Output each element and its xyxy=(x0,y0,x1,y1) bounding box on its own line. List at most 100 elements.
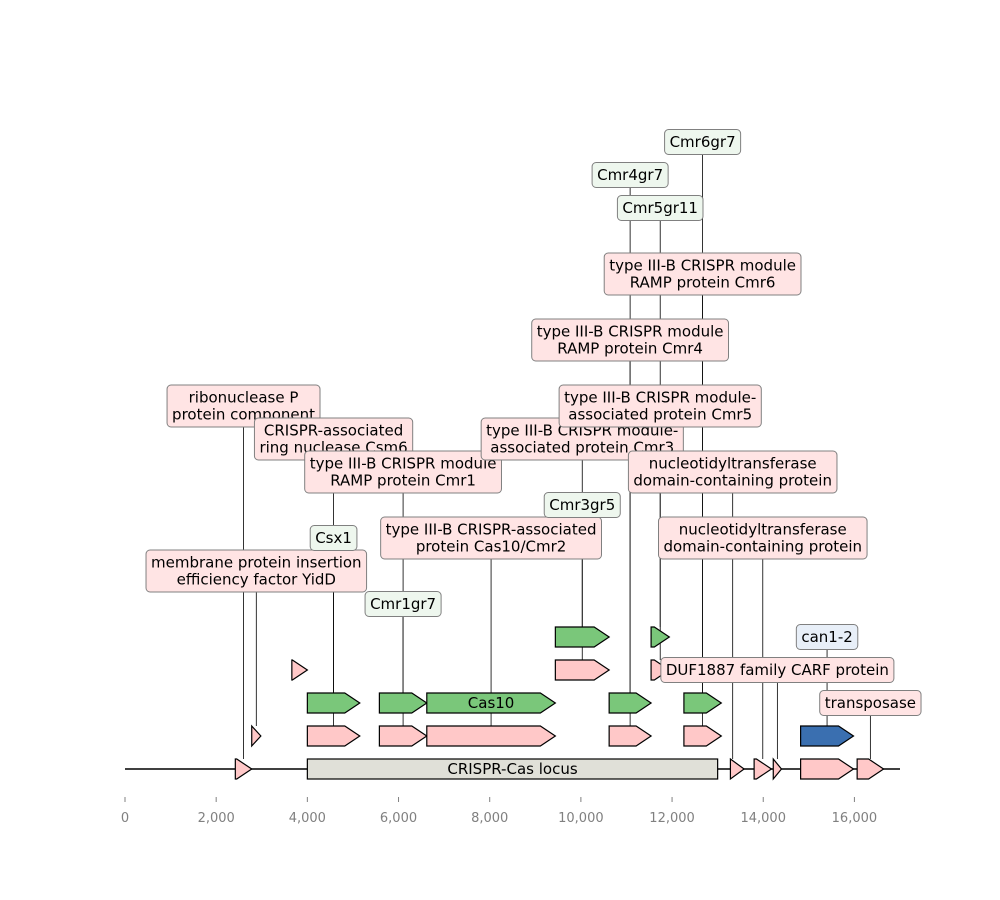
gene-feature xyxy=(608,692,653,714)
annotation-label-text: domain-containing protein xyxy=(633,472,832,490)
annotation-label-text: type III-B CRISPR module xyxy=(310,455,497,473)
annotation-label: type III-B CRISPR module-associated prot… xyxy=(558,384,762,428)
gene-feature xyxy=(856,758,885,780)
annotation-label: nucleotidyltransferasedomain-containing … xyxy=(627,450,838,494)
annotation-label-box xyxy=(657,516,868,560)
annotation-label-text: Cmr6gr7 xyxy=(670,133,736,151)
annotation-label-text: nucleotidyltransferase xyxy=(649,455,817,473)
annotation-label-text: Cmr1gr7 xyxy=(370,595,436,613)
gene-feature xyxy=(650,626,671,648)
annotation-label: can1-2 xyxy=(795,624,859,650)
axis-tick-label: 6,000 xyxy=(380,811,417,826)
gene-feature xyxy=(426,725,557,747)
annotation-label-text: associated protein Cmr3 xyxy=(490,439,674,457)
annotation-label-text: RAMP protein Cmr6 xyxy=(630,274,776,292)
axis-tick-label: 12,000 xyxy=(649,811,695,826)
annotation-label-text: can1-2 xyxy=(801,628,852,646)
axis-tick-label: 10,000 xyxy=(558,811,604,826)
annotation-label-text: Cmr3gr5 xyxy=(549,496,615,514)
annotation-label: Cmr3gr5 xyxy=(543,492,621,518)
annotation-label-text: efficiency factor YidD xyxy=(177,571,336,589)
annotation-label: DUF1887 family CARF protein xyxy=(660,657,895,683)
annotation-label-text: CRISPR-associated xyxy=(264,422,403,440)
annotation-label-box xyxy=(531,318,730,362)
annotation-label-text: Csx1 xyxy=(315,529,352,547)
annotation-label-box xyxy=(309,525,358,551)
gene-feature xyxy=(683,725,723,747)
annotation-label: nucleotidyltransferasedomain-containing … xyxy=(657,516,868,560)
annotation-label-box xyxy=(558,384,762,428)
axis-tick-label: 14,000 xyxy=(740,811,786,826)
gene-feature xyxy=(683,692,723,714)
annotation-label-box xyxy=(543,492,621,518)
annotation-label-box xyxy=(627,450,838,494)
annotation-label: Cmr5gr11 xyxy=(616,195,704,221)
annotation-label-text: Cmr4gr7 xyxy=(597,166,663,184)
annotation-label: Cmr4gr7 xyxy=(591,162,669,188)
gene-feature xyxy=(554,659,611,681)
gene-feature xyxy=(291,659,309,681)
axis-tick-label: 8,000 xyxy=(471,811,508,826)
gene-feature xyxy=(426,692,557,714)
gene-feature xyxy=(306,725,361,747)
axis-tick-label: 0 xyxy=(121,811,129,826)
annotation-label-text: ribonuclease P xyxy=(189,389,299,407)
annotation-label-text: transposase xyxy=(825,694,916,712)
annotation-label-text: RAMP protein Cmr4 xyxy=(557,340,703,358)
annotation-label-box xyxy=(145,549,368,593)
gene-feature xyxy=(234,758,253,780)
annotation-label-text: protein Cas10/Cmr2 xyxy=(416,538,567,556)
gene-feature xyxy=(800,758,855,780)
annotation-label-box xyxy=(304,450,502,494)
annotation-label-text: domain-containing protein xyxy=(663,538,862,556)
axis-tick-label: 4,000 xyxy=(289,811,326,826)
gene-feature xyxy=(378,725,428,747)
position-axis: 0 2,000 4,000 6,000 8,000 10,000 12,000 14,000 1… xyxy=(121,797,877,826)
annotation-label-box xyxy=(795,624,859,650)
annotation-label-text: membrane protein insertion xyxy=(151,554,362,572)
axis-tick-label: 16,000 xyxy=(832,811,878,826)
annotation-label-box xyxy=(591,162,669,188)
annotation-label-box xyxy=(380,516,602,560)
gene-feature xyxy=(753,758,773,780)
annotation-label-text: RAMP protein Cmr1 xyxy=(330,472,476,490)
gene-feature xyxy=(800,725,855,747)
gene-feature xyxy=(251,724,262,748)
annotation-label-box xyxy=(819,690,922,716)
annotation-label-text: type III-B CRISPR module- xyxy=(564,389,756,407)
annotation-label-text: associated protein Cmr5 xyxy=(568,406,752,424)
axis-tick-label: 2,000 xyxy=(198,811,235,826)
annotation-label-box xyxy=(166,384,321,428)
annotation-label-text: type III-B CRISPR module xyxy=(609,257,796,275)
annotation-label-text: type III-B CRISPR module xyxy=(537,323,724,341)
annotation-label-box xyxy=(603,252,802,296)
gene-feature xyxy=(378,692,428,714)
annotation-label-box xyxy=(616,195,704,221)
annotation-label: Csx1 xyxy=(309,525,358,551)
feature-label: CRISPR-Cas locus xyxy=(447,760,577,778)
gene-feature xyxy=(772,757,783,781)
annotation-label-text: Cmr5gr11 xyxy=(622,199,698,217)
annotation-label-box xyxy=(660,657,895,683)
annotation-label-box xyxy=(364,591,442,617)
annotation-label: Cmr1gr7 xyxy=(364,591,442,617)
gene-feature xyxy=(608,725,653,747)
annotation-label-text: nucleotidyltransferase xyxy=(679,521,847,539)
annotation-label: Cmr6gr7 xyxy=(664,129,742,155)
annotation-label-box xyxy=(664,129,742,155)
annotation-label: transposase xyxy=(819,690,922,716)
annotation-label-text: type III-B CRISPR-associated xyxy=(386,521,597,539)
annotation-label-text: DUF1887 family CARF protein xyxy=(666,661,889,679)
gene-feature xyxy=(306,692,361,714)
gene-feature xyxy=(554,626,611,648)
